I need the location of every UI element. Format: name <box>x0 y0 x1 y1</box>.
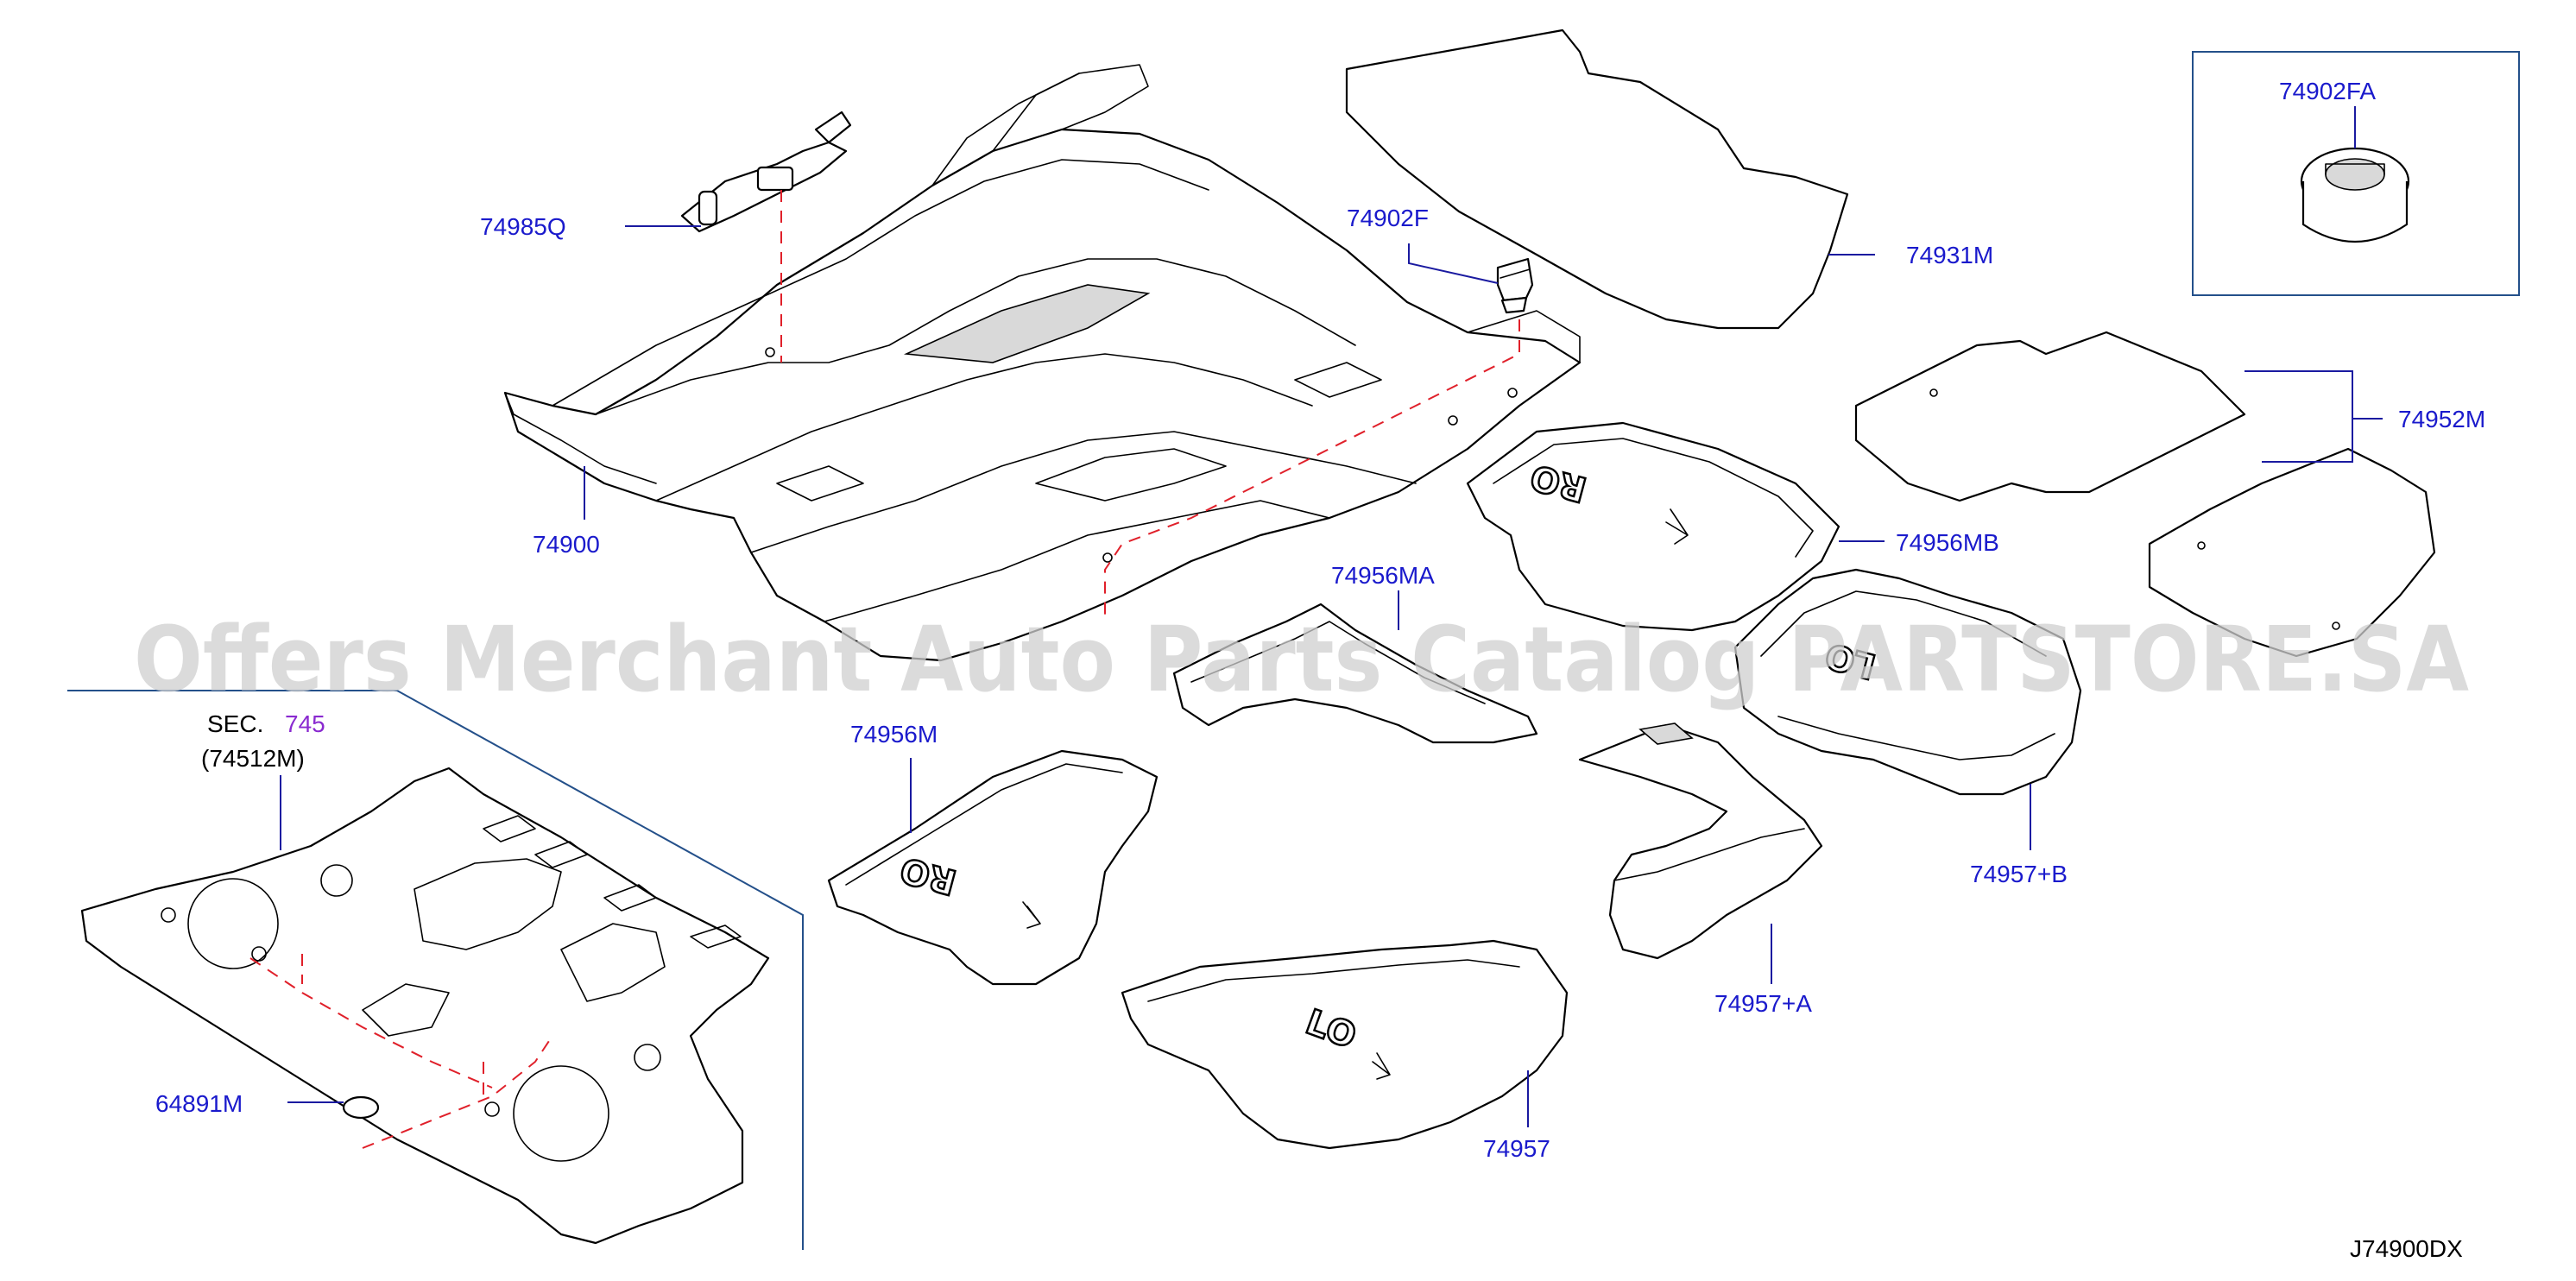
part-label-74956MA[interactable]: 74956MA <box>1331 562 1435 589</box>
watermark-text: Offers Merchant Auto Parts Catalog PARTS… <box>134 607 2469 712</box>
dashed-guide-panel <box>249 954 493 1096</box>
section-number-link[interactable]: 745 <box>285 710 325 737</box>
leader-74902F <box>1408 243 1499 284</box>
carpet-clip-drawing <box>1496 257 1534 314</box>
part-label-74931M[interactable]: 74931M <box>1906 242 1993 268</box>
part-label-74985Q[interactable]: 74985Q <box>480 213 566 240</box>
leader-74952M <box>2245 370 2383 463</box>
part-label-74952M[interactable]: 74952M <box>2398 406 2485 432</box>
dashed-guide-carpet <box>1104 319 1520 622</box>
rear-mat-piece-drawing <box>1578 723 1823 960</box>
part-label-74957A[interactable]: 74957+A <box>1714 990 1812 1017</box>
part-label-74902F[interactable]: 74902F <box>1347 205 1429 231</box>
part-label-74957B[interactable]: 74957+B <box>1970 861 2068 887</box>
floor-carpet-drawing <box>503 64 1582 662</box>
tunnel-mat-drawing <box>1172 603 1538 744</box>
rear-mat-left-drawing: LO <box>1733 568 2082 796</box>
part-label-64891M[interactable]: 64891M <box>155 1090 243 1117</box>
insulator-drawing <box>1854 331 2436 658</box>
diagram-code: J74900DX <box>2350 1235 2463 1262</box>
front-mat-right-drawing: RO <box>827 749 1159 986</box>
rear-shelf-mat-drawing <box>1345 28 1849 330</box>
part-label-74956M[interactable]: 74956M <box>850 721 938 748</box>
clip-detail-box <box>2192 51 2520 296</box>
section-boundary-line <box>67 690 804 1250</box>
front-mat-left-drawing: LO <box>1121 939 1569 1150</box>
part-label-74957[interactable]: 74957 <box>1483 1135 1550 1162</box>
section-part-number: (74512M) <box>201 745 305 772</box>
floor-panel-drawing <box>80 767 770 1245</box>
section-prefix: SEC. <box>207 710 263 737</box>
part-label-74900[interactable]: 74900 <box>533 531 600 558</box>
part-label-74902FA[interactable]: 74902FA <box>2279 78 2376 104</box>
part-label-74956MB[interactable]: 74956MB <box>1896 529 1999 556</box>
dashed-guide-plug <box>362 1035 553 1149</box>
rear-mat-right-drawing: RO <box>1466 421 1840 632</box>
floor-plug-drawing <box>342 1095 380 1120</box>
pedal-clip-drawing <box>680 110 852 233</box>
